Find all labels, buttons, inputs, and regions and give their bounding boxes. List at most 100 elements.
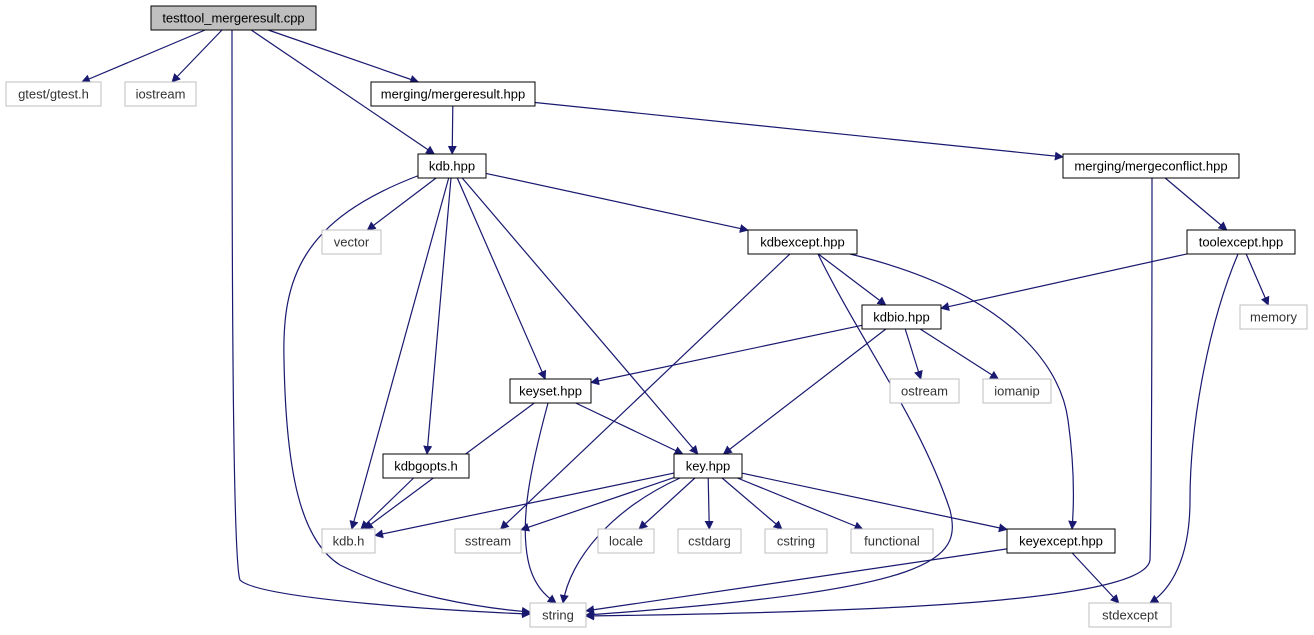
edge-keyhpp-to-functional xyxy=(737,477,864,531)
node-box xyxy=(382,453,470,479)
edge-kdbhpp-to-string xyxy=(283,174,531,616)
node-box xyxy=(1239,304,1308,330)
node-functional: functional xyxy=(850,528,934,554)
edge-kdbhpp-to-kdbexcept xyxy=(485,172,749,233)
node-kdbexcept[interactable]: kdbexcept.hpp xyxy=(747,229,858,255)
node-label: keyexcept.hpp xyxy=(1019,534,1103,549)
node-memory: memory xyxy=(1239,304,1308,330)
node-mergeconflict[interactable]: merging/mergeconflict.hpp xyxy=(1062,153,1240,179)
node-label: merging/mergeresult.hpp xyxy=(381,87,526,102)
node-box xyxy=(417,153,487,179)
node-locale: locale xyxy=(597,528,655,554)
node-keyhpp[interactable]: key.hpp xyxy=(673,453,743,479)
node-label: gtest/gtest.h xyxy=(18,87,89,102)
node-label: cstdarg xyxy=(688,534,731,549)
node-box xyxy=(5,81,102,107)
node-root[interactable]: testtool_mergeresult.cpp xyxy=(150,5,317,31)
edge-keyexcept-to-string xyxy=(585,548,1008,615)
node-cstdarg: cstdarg xyxy=(677,528,742,554)
edge-root-to-iostream xyxy=(171,29,223,83)
node-box xyxy=(677,528,742,554)
edge-mergeconflict-to-string xyxy=(585,177,1153,621)
edge-root-to-kdbhpp xyxy=(250,29,436,155)
node-toolexcept[interactable]: toolexcept.hpp xyxy=(1186,229,1296,255)
edge-keyhpp-to-kdbh xyxy=(374,472,675,539)
node-label: cstring xyxy=(777,534,815,549)
node-box xyxy=(454,528,522,554)
node-vector: vector xyxy=(321,229,382,255)
node-box xyxy=(321,528,376,554)
edge-keyhpp-to-cstring xyxy=(721,477,783,530)
node-iomanip: iomanip xyxy=(982,378,1052,404)
edge-keyexcept-to-stdexcept xyxy=(1071,552,1120,604)
node-kdbh: kdb.h xyxy=(321,528,376,554)
node-iostream: iostream xyxy=(124,81,197,107)
node-label: string xyxy=(542,608,574,623)
edge-mergeresult-to-kdbhpp xyxy=(447,105,457,155)
node-box xyxy=(889,378,960,404)
node-label: vector xyxy=(334,235,370,250)
node-label: iostream xyxy=(136,87,186,102)
node-box xyxy=(1186,229,1296,255)
edge-kdbio-to-ostream xyxy=(904,328,923,380)
node-box xyxy=(1062,153,1240,179)
edge-keyset-to-keyhpp xyxy=(575,402,684,455)
node-box xyxy=(597,528,655,554)
node-box xyxy=(747,229,858,255)
edge-kdbhpp-to-keyhpp xyxy=(461,177,699,455)
node-label: key.hpp xyxy=(686,459,731,474)
edge-root-to-string xyxy=(231,29,531,619)
node-cstring: cstring xyxy=(764,528,828,554)
edge-kdbexcept-to-keyexcept xyxy=(849,253,1078,530)
node-kdbio[interactable]: kdbio.hpp xyxy=(861,304,942,330)
edge-kdbhpp-to-vector xyxy=(366,177,437,231)
node-label: kdb.hpp xyxy=(429,159,475,174)
node-label: keyset.hpp xyxy=(519,384,582,399)
node-label: kdb.h xyxy=(333,534,365,549)
edge-kdbio-to-keyset xyxy=(590,324,863,386)
edge-keyhpp-to-sstream xyxy=(520,477,675,532)
edge-root-to-gtest xyxy=(81,29,206,83)
edge-mergeresult-to-mergeconflict xyxy=(534,101,1064,161)
node-string: string xyxy=(529,602,587,628)
edge-kdbhpp-to-keyset xyxy=(456,177,547,380)
node-keyexcept[interactable]: keyexcept.hpp xyxy=(1006,528,1116,554)
node-label: ostream xyxy=(901,384,948,399)
edge-kdbhpp-to-kdbgopts xyxy=(423,177,452,455)
node-box xyxy=(124,81,197,107)
edge-toolexcept-to-memory xyxy=(1245,253,1270,306)
edges-layer xyxy=(81,29,1270,621)
node-label: sstream xyxy=(465,534,511,549)
node-label: functional xyxy=(864,534,920,549)
node-label: iomanip xyxy=(994,384,1040,399)
edge-keyhpp-to-cstdarg xyxy=(704,477,714,530)
edge-kdbexcept-to-sstream xyxy=(499,253,791,530)
node-mergeresult[interactable]: merging/mergeresult.hpp xyxy=(370,81,536,107)
node-box xyxy=(370,81,536,107)
node-label: kdbexcept.hpp xyxy=(760,235,845,250)
edge-kdbhpp-to-kdbh xyxy=(349,177,450,530)
node-ostream: ostream xyxy=(889,378,960,404)
edge-root-to-mergeresult xyxy=(268,29,420,84)
node-box xyxy=(1088,602,1172,628)
node-label: testtool_mergeresult.cpp xyxy=(162,11,304,26)
node-sstream: sstream xyxy=(454,528,522,554)
node-box xyxy=(982,378,1052,404)
node-box xyxy=(509,378,592,404)
node-kdbgopts[interactable]: kdbgopts.h xyxy=(382,453,470,479)
edge-toolexcept-to-stdexcept xyxy=(1149,253,1239,604)
node-kdbhpp[interactable]: kdb.hpp xyxy=(417,153,487,179)
node-label: stdexcept xyxy=(1102,608,1158,623)
node-label: kdbio.hpp xyxy=(873,310,929,325)
node-box xyxy=(1006,528,1116,554)
node-box xyxy=(321,229,382,255)
node-label: kdbgopts.h xyxy=(394,459,458,474)
node-gtest: gtest/gtest.h xyxy=(5,81,102,107)
edge-keyhpp-to-keyexcept xyxy=(741,472,1008,533)
node-box xyxy=(673,453,743,479)
node-keyset[interactable]: keyset.hpp xyxy=(509,378,592,404)
edge-keyset-to-string xyxy=(524,402,557,604)
node-label: merging/mergeconflict.hpp xyxy=(1074,159,1227,174)
edge-toolexcept-to-kdbio xyxy=(940,253,1188,311)
